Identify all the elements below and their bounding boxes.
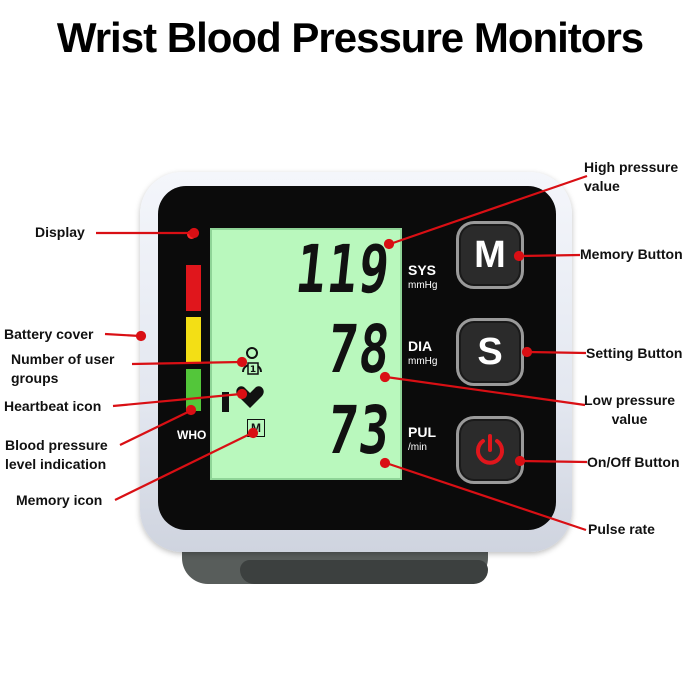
sys-unit: mmHg xyxy=(408,280,438,291)
label-user-groups-line2: groups xyxy=(11,370,59,386)
label-high-pressure: High pressure value xyxy=(584,158,678,196)
callout-user-dot xyxy=(236,356,248,368)
label-battery-cover: Battery cover xyxy=(4,326,94,342)
callout-pulse-dot xyxy=(379,457,391,469)
memory-button[interactable]: M xyxy=(456,221,524,289)
pul-unit-label: PUL /min xyxy=(408,424,436,453)
level-bar-yellow xyxy=(186,317,201,363)
callout-high-dot xyxy=(383,238,395,250)
label-user-groups: Number of user groups xyxy=(11,350,114,388)
dia-label: DIA xyxy=(408,338,433,354)
sys-unit-label: SYS mmHg xyxy=(408,262,437,291)
label-pulse-rate: Pulse rate xyxy=(588,521,655,537)
callout-pulse-line xyxy=(385,461,587,532)
power-icon xyxy=(476,434,504,465)
label-low-pressure: Low pressure value xyxy=(584,391,675,429)
callout-memory-icon-dot xyxy=(247,427,259,439)
callout-power-line xyxy=(520,459,588,464)
pul-label: PUL xyxy=(408,424,436,440)
callout-heartbeat-dot xyxy=(236,388,248,400)
svg-text:1: 1 xyxy=(250,365,256,375)
callout-low-line xyxy=(385,375,586,407)
callout-memory-button-line xyxy=(519,253,581,258)
label-heartbeat-icon: Heartbeat icon xyxy=(4,398,102,414)
dia-unit-label: DIA mmHg xyxy=(408,338,437,367)
label-setting-button: Setting Button xyxy=(586,345,683,361)
callout-heartbeat-line xyxy=(112,392,242,408)
label-bp-level-line1: Blood pressure xyxy=(5,437,108,453)
label-high-pressure-line2: value xyxy=(584,178,620,194)
callout-level-line xyxy=(119,410,191,446)
heartbeat-bar xyxy=(222,392,229,412)
callout-setting-button-line xyxy=(527,350,587,355)
label-low-pressure-line1: Low pressure xyxy=(584,392,676,408)
pul-unit: /min xyxy=(408,442,427,453)
level-bar-green xyxy=(186,369,201,411)
callout-display-dot xyxy=(188,227,200,239)
callout-low-dot xyxy=(379,371,391,383)
page-title: Wrist Blood Pressure Monitors xyxy=(56,14,644,61)
callout-battery-dot xyxy=(135,330,147,342)
who-label: WHO xyxy=(177,428,207,442)
label-bp-level-line2: level indication xyxy=(5,456,107,472)
sys-label: SYS xyxy=(408,262,437,278)
level-bar-red xyxy=(186,265,201,311)
user-group-icon: 1 xyxy=(242,347,262,375)
callout-memory-button-dot xyxy=(513,250,525,262)
callout-memory-icon-line xyxy=(114,432,253,501)
label-bp-level: Blood pressure level indication xyxy=(5,436,108,474)
callout-power-dot xyxy=(514,455,526,467)
wrist-strap-shadow xyxy=(240,560,488,584)
label-low-pressure-line2: value xyxy=(611,411,648,427)
callout-battery-line xyxy=(104,332,141,338)
label-display: Display xyxy=(35,224,85,240)
label-memory-button: Memory Button xyxy=(580,246,683,262)
callout-high-line xyxy=(389,174,588,246)
label-user-groups-line1: Number of user xyxy=(11,351,115,367)
callout-user-line xyxy=(131,360,242,366)
label-on-off-button: On/Off Button xyxy=(587,454,680,470)
power-button[interactable] xyxy=(456,416,524,484)
dia-unit: mmHg xyxy=(408,356,438,367)
label-memory-icon: Memory icon xyxy=(16,492,103,508)
label-high-pressure-line1: High pressure xyxy=(584,159,679,175)
callout-level-dot xyxy=(185,404,197,416)
callout-setting-button-dot xyxy=(521,346,533,358)
